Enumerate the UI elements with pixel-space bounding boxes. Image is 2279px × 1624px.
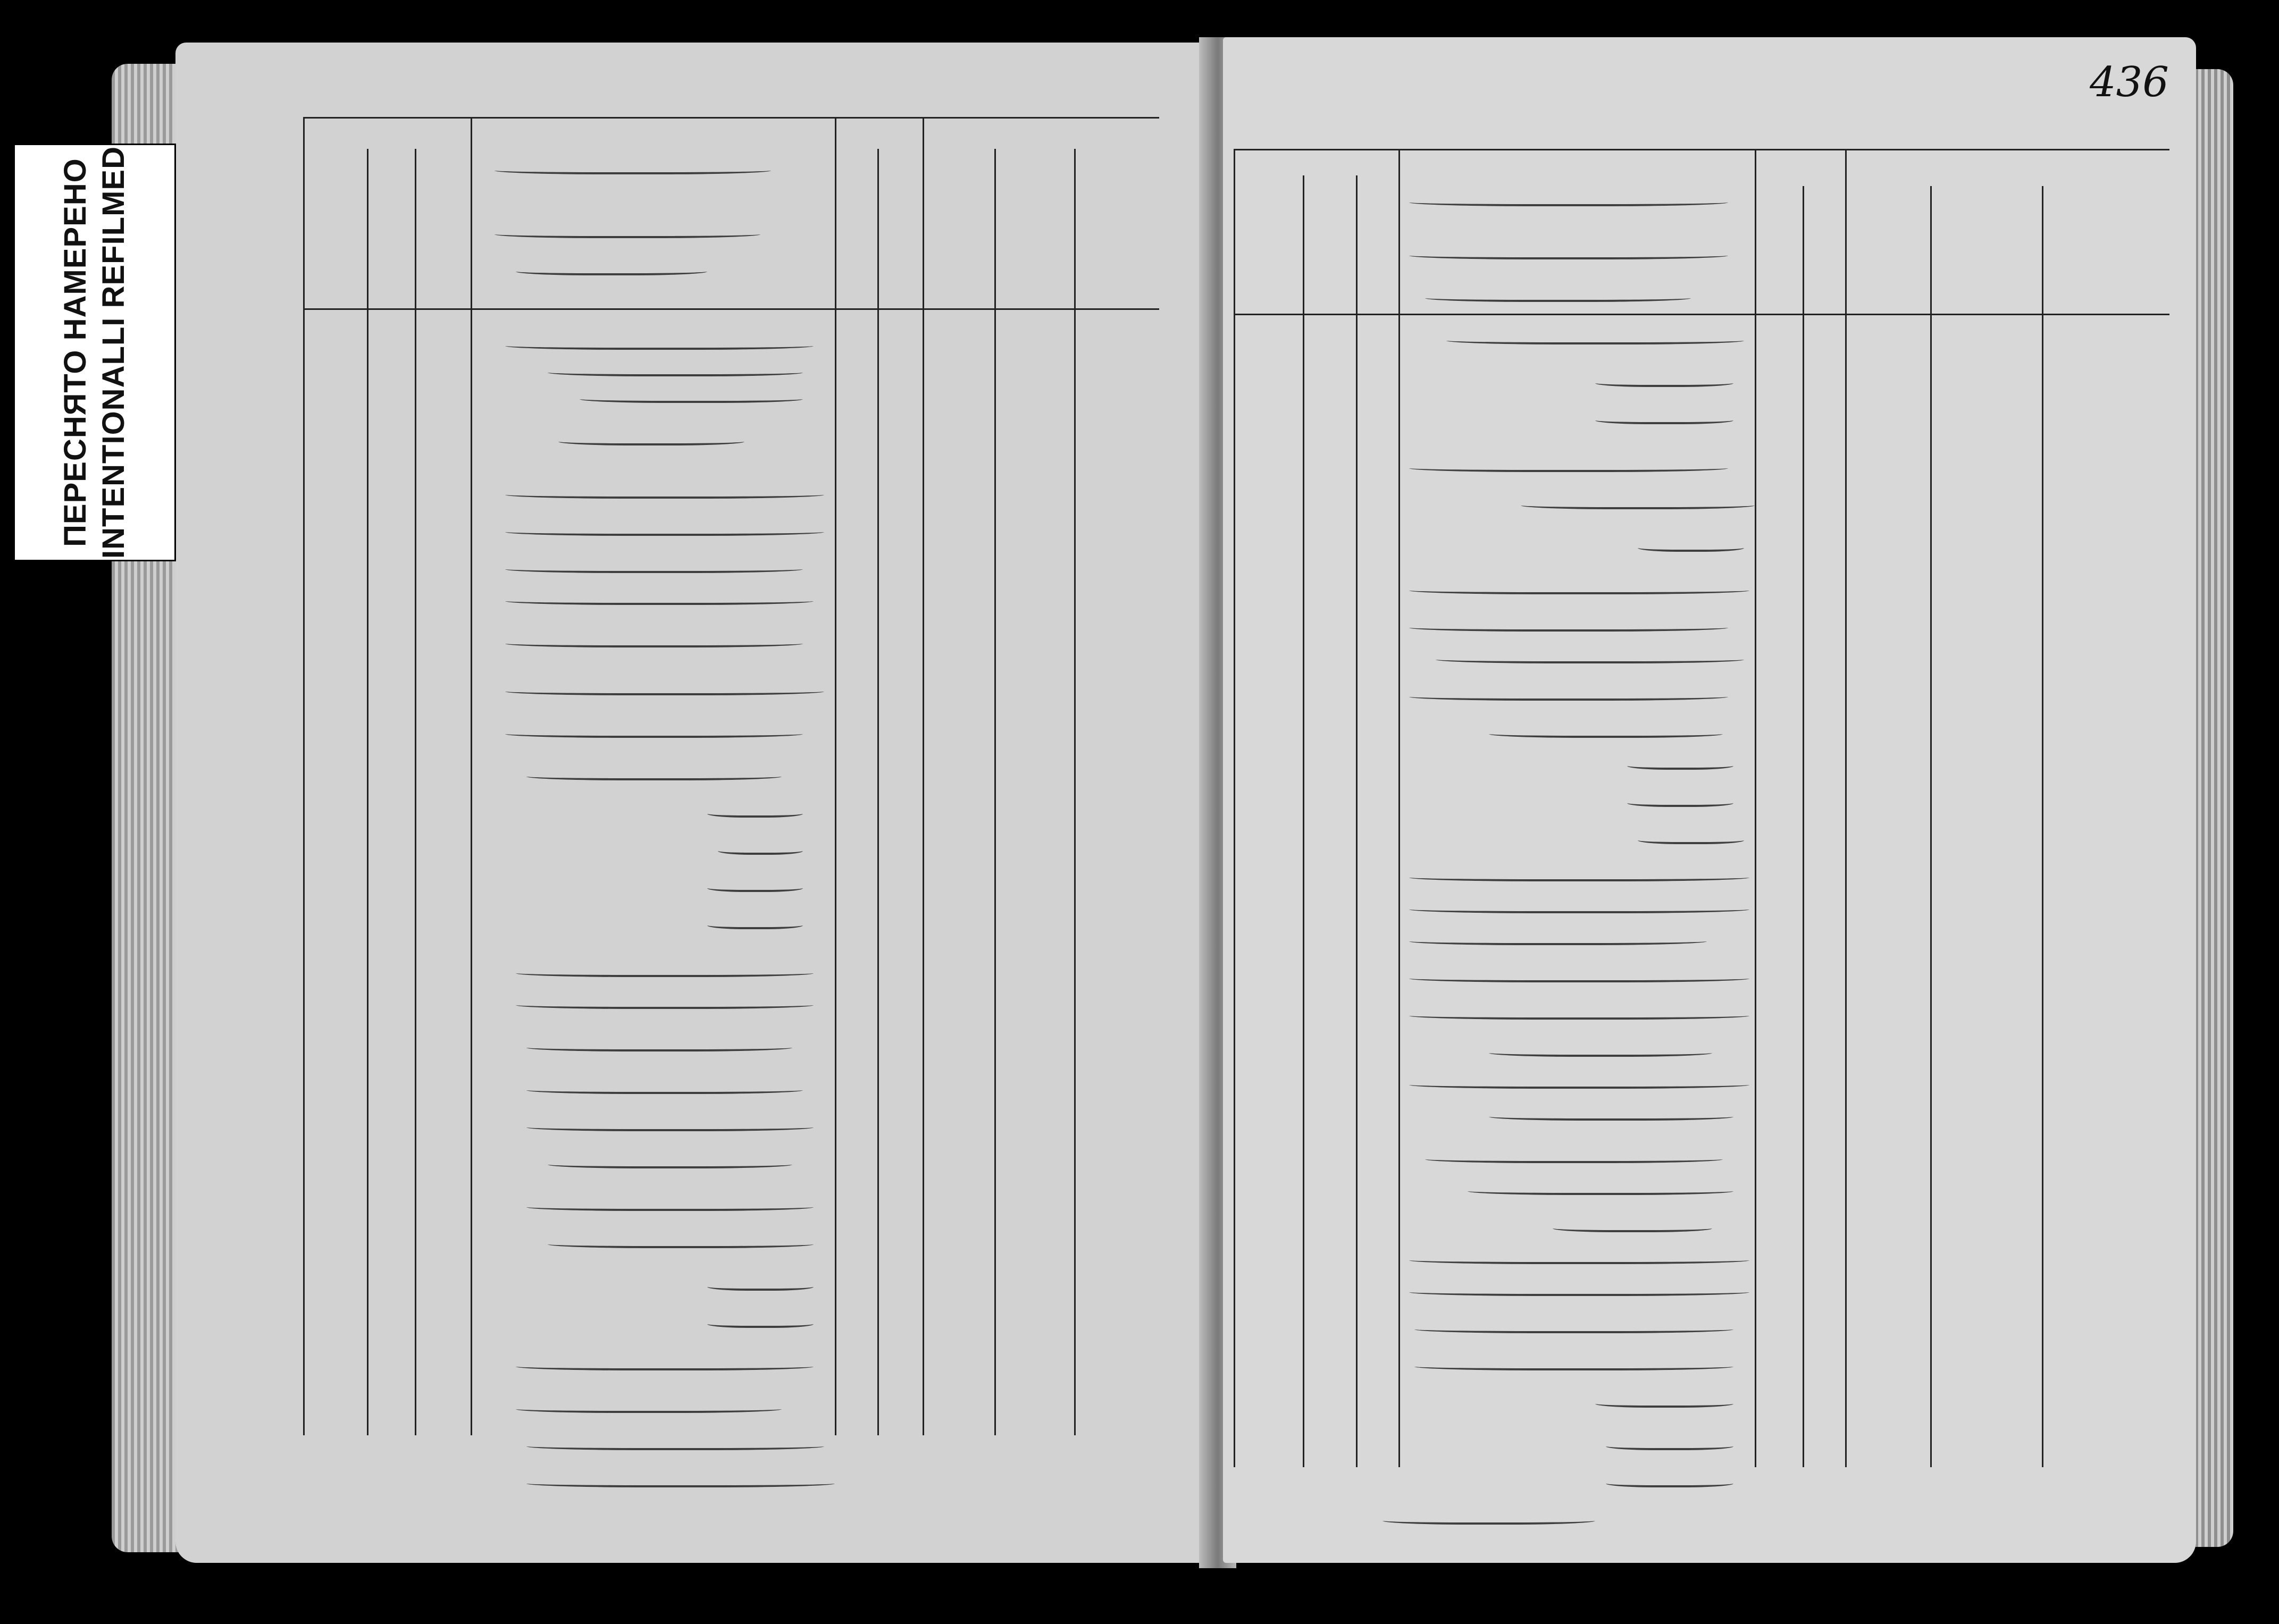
column-rule [923, 117, 924, 1435]
handwritten-line [1468, 1185, 1733, 1195]
handwritten-line [1606, 1478, 1733, 1487]
handwritten-line [516, 1403, 782, 1413]
handwritten-line [1414, 1324, 1733, 1333]
handwritten-line [1595, 377, 1733, 387]
handwritten-line [1436, 654, 1744, 663]
handwritten-line [1606, 1441, 1733, 1450]
column-rule [1398, 149, 1400, 1467]
refilm-stamp-line-ru: ПЕРЕСНЯТО НАМЕРЕНО [58, 158, 93, 547]
handwritten-line [1409, 1286, 1749, 1296]
handwritten-line [505, 340, 814, 350]
column-rule [367, 149, 368, 1435]
handwritten-line [516, 967, 814, 977]
handwritten-line [1409, 1255, 1749, 1264]
column-rule [1303, 175, 1304, 1467]
handwritten-line [1638, 542, 1744, 552]
handwritten-line [1409, 250, 1728, 259]
handwritten-line [505, 728, 803, 738]
handwritten-line [1638, 835, 1744, 844]
handwritten-line [1425, 1154, 1723, 1163]
header-rule-bottom [1234, 314, 2169, 315]
column-rule [2042, 186, 2043, 1467]
handwritten-line [505, 595, 814, 605]
handwritten-line [526, 1084, 803, 1094]
right-page [1223, 37, 2196, 1563]
handwritten-line [707, 1318, 814, 1328]
handwritten-line [1409, 691, 1728, 701]
handwritten-line [1627, 797, 1733, 807]
handwritten-line [1409, 585, 1749, 594]
handwritten-line [548, 1159, 792, 1168]
handwritten-line [707, 882, 803, 892]
column-rule [303, 117, 305, 1435]
handwritten-line [1409, 197, 1728, 206]
handwritten-line [1409, 462, 1728, 472]
column-rule [994, 149, 996, 1435]
handwritten-line [1409, 973, 1749, 982]
header-rule-top [303, 117, 1159, 119]
column-rule [835, 117, 836, 1435]
handwritten-line [1409, 904, 1749, 913]
handwritten-line [505, 563, 803, 573]
refilm-stamp-line-en: INTENTIONALLI REFILMED [96, 146, 131, 559]
column-rule [1803, 186, 1804, 1467]
handwritten-line [1489, 728, 1723, 738]
column-rule [1845, 149, 1847, 1467]
handwritten-line [580, 393, 803, 403]
refilm-stamp-text: ПЕРЕСНЯТО НАМЕРЕНО INTENTIONALLI REFILME… [56, 146, 133, 559]
handwritten-line [707, 808, 803, 818]
handwritten-line [516, 999, 814, 1009]
handwritten-line [1409, 1010, 1749, 1020]
header-rule-top [1234, 149, 2169, 150]
handwritten-line [1446, 335, 1744, 344]
handwritten-line [526, 1201, 814, 1211]
handwritten-line [1383, 1515, 1595, 1525]
column-rule [877, 149, 879, 1435]
handwritten-line [1414, 1361, 1733, 1370]
handwritten-line [1409, 936, 1707, 945]
header-rule-bottom [303, 308, 1159, 310]
handwritten-line [1409, 872, 1749, 881]
handwritten-line [526, 1122, 814, 1131]
handwritten-line [526, 1042, 792, 1051]
handwritten-line [495, 229, 760, 238]
handwritten-line [1521, 500, 1755, 509]
handwritten-line [548, 367, 803, 376]
handwritten-line [558, 436, 744, 445]
column-rule [415, 149, 416, 1435]
handwritten-line [516, 266, 707, 275]
handwritten-line [526, 1478, 835, 1487]
handwritten-line [1409, 622, 1728, 632]
handwritten-line [1553, 1223, 1712, 1232]
handwritten-line [516, 1361, 814, 1370]
left-page [175, 43, 1212, 1563]
handwritten-line [505, 526, 824, 536]
handwritten-line [1409, 1079, 1749, 1089]
column-rule [1755, 149, 1756, 1467]
handwritten-line [707, 920, 803, 929]
handwritten-line [505, 489, 824, 499]
handwritten-line [526, 771, 782, 780]
handwritten-line [1627, 760, 1733, 770]
handwritten-line [1489, 1111, 1733, 1121]
column-rule [471, 117, 472, 1435]
column-rule [1234, 149, 1235, 1467]
refilm-stamp: ПЕРЕСНЯТО НАМЕРЕНО INTENTIONALLI REFILME… [13, 144, 176, 561]
column-rule [1356, 175, 1358, 1467]
handwritten-line [548, 1239, 814, 1248]
handwritten-line [505, 686, 824, 695]
column-rule [1074, 149, 1076, 1435]
handwritten-line [718, 845, 803, 855]
handwritten-line [1595, 415, 1733, 424]
folio-number: 436 [2090, 58, 2169, 106]
handwritten-line [707, 1281, 814, 1291]
handwritten-line [1489, 1047, 1712, 1057]
handwritten-line [505, 638, 803, 647]
handwritten-line [1425, 292, 1691, 302]
handwritten-line [1595, 1398, 1733, 1408]
column-rule [1930, 186, 1932, 1467]
handwritten-line [526, 1441, 824, 1450]
handwritten-line [495, 165, 771, 174]
